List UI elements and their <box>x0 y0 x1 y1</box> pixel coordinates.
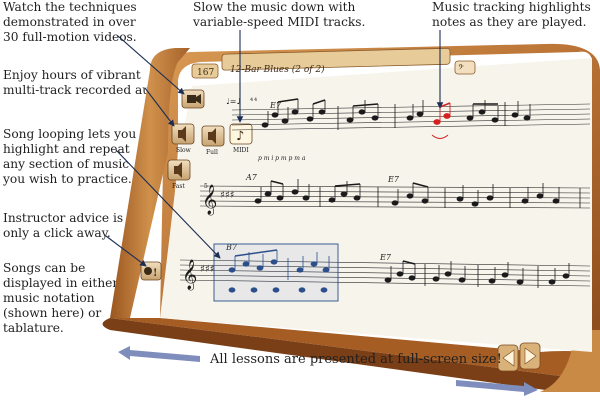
slow-label: Slow <box>176 147 192 154</box>
treble-clef-icon: 𝄞 <box>182 259 197 291</box>
audio-full-button[interactable]: Full <box>201 125 225 156</box>
chord-symbol: A7 <box>245 173 258 182</box>
callout-line: displayed in either <box>3 276 119 290</box>
notation-toggle-button[interactable] <box>454 60 476 75</box>
callout-line: demonstrated in over <box>3 15 136 29</box>
callout-line: notes as they are played. <box>432 15 587 29</box>
svg-text:!: ! <box>153 268 157 279</box>
midi-label: MIDI <box>233 147 249 154</box>
callout-line: Song looping lets you <box>3 127 137 141</box>
tempo-top: 4 <box>250 97 253 103</box>
callout-videos: Watch the techniques demonstrated in ove… <box>3 0 137 45</box>
music-note-icon: ♪ <box>236 129 244 144</box>
speaker-icon <box>174 162 182 178</box>
notes-row-3 <box>384 260 570 288</box>
lesson-title: 12-Bar Blues (2 of 2) <box>230 64 325 75</box>
tempo-bottom: 4 <box>254 97 257 103</box>
callout-advice: Instructor advice is only a click away. <box>3 211 123 241</box>
caption-arrow-right-icon <box>456 380 538 396</box>
callout-tracking: Music tracking highlights notes as they … <box>432 0 591 30</box>
caption-text: All lessons are presented at full-screen… <box>210 352 502 367</box>
callout-line: any section of music <box>3 157 130 171</box>
callout-line: variable-speed MIDI tracks. <box>193 15 366 29</box>
loop-notes <box>228 249 330 293</box>
callout-line: highlight and repeat <box>3 142 130 156</box>
lesson-number-box <box>191 63 219 79</box>
full-label: Full <box>206 149 218 156</box>
instructor-icon <box>144 267 152 275</box>
caption-arrow-left-icon <box>118 346 200 362</box>
callout-line: only a click away. <box>3 226 111 240</box>
arrow-right-icon <box>524 347 537 365</box>
arrow-left-icon <box>502 349 515 367</box>
clef-icon: 𝄢 <box>458 63 464 74</box>
callout-line: Enjoy hours of vibrant <box>3 68 141 82</box>
fingering-text: p m i p m p m a <box>258 155 306 162</box>
callout-line: multi-track recorded audio. <box>3 83 173 97</box>
measure-number: 5 <box>204 183 208 190</box>
key-signature: ♯♯♯ <box>220 190 235 201</box>
key-signature: ♯♯♯ <box>200 264 215 275</box>
callout-line: music notation <box>3 291 95 305</box>
callout-line: Slow the music down with <box>193 0 356 14</box>
callout-line: 30 full-motion videos. <box>3 30 137 44</box>
audio-slow-button[interactable]: Slow <box>171 123 195 154</box>
speaker-icon <box>178 126 186 142</box>
chord-symbol: E7 <box>379 253 392 262</box>
audio-fast-button[interactable]: Fast <box>167 159 191 190</box>
treble-clef-icon: 𝄞 <box>202 184 217 216</box>
lesson-number: 167 <box>197 68 214 78</box>
video-camera-icon <box>187 95 196 103</box>
lesson-title-box <box>221 47 451 71</box>
callout-line: you wish to practice. <box>3 172 132 186</box>
callout-midi: Slow the music down with variable-speed … <box>193 0 365 30</box>
callout-line: Music tracking highlights <box>432 0 591 14</box>
callout-line: tablature. <box>3 321 64 335</box>
lesson-header: 167 12-Bar Blues (2 of 2) 𝄢 <box>191 47 476 79</box>
callout-notation: Songs can be displayed in either music n… <box>3 261 118 336</box>
fast-label: Fast <box>172 183 185 190</box>
midi-button[interactable]: ♪ MIDI <box>229 123 253 154</box>
chord-symbol: E7 <box>269 101 282 110</box>
callout-line: Instructor advice is <box>3 211 124 225</box>
callout-line: (shown here) or <box>3 306 102 320</box>
tempo-mark: ♩=♩ <box>226 97 240 106</box>
callout-arrows <box>105 30 444 267</box>
callout-line: Watch the techniques <box>3 0 137 14</box>
notes-row-2 <box>254 179 581 208</box>
next-page-button[interactable] <box>519 342 541 370</box>
callout-looping: Song looping lets you highlight and repe… <box>3 127 136 187</box>
chord-symbol: E7 <box>387 175 400 184</box>
instructor-advice-button[interactable]: ! <box>140 261 162 281</box>
notes-row-1 <box>261 98 531 130</box>
speaker-icon <box>208 128 216 144</box>
sheet-paper <box>160 58 592 352</box>
chord-symbol: B7 <box>225 243 238 252</box>
video-button[interactable] <box>181 89 205 109</box>
callout-line: Songs can be <box>3 261 86 275</box>
prev-page-button[interactable] <box>497 344 519 372</box>
callout-audio: Enjoy hours of vibrant multi-track recor… <box>3 68 173 98</box>
